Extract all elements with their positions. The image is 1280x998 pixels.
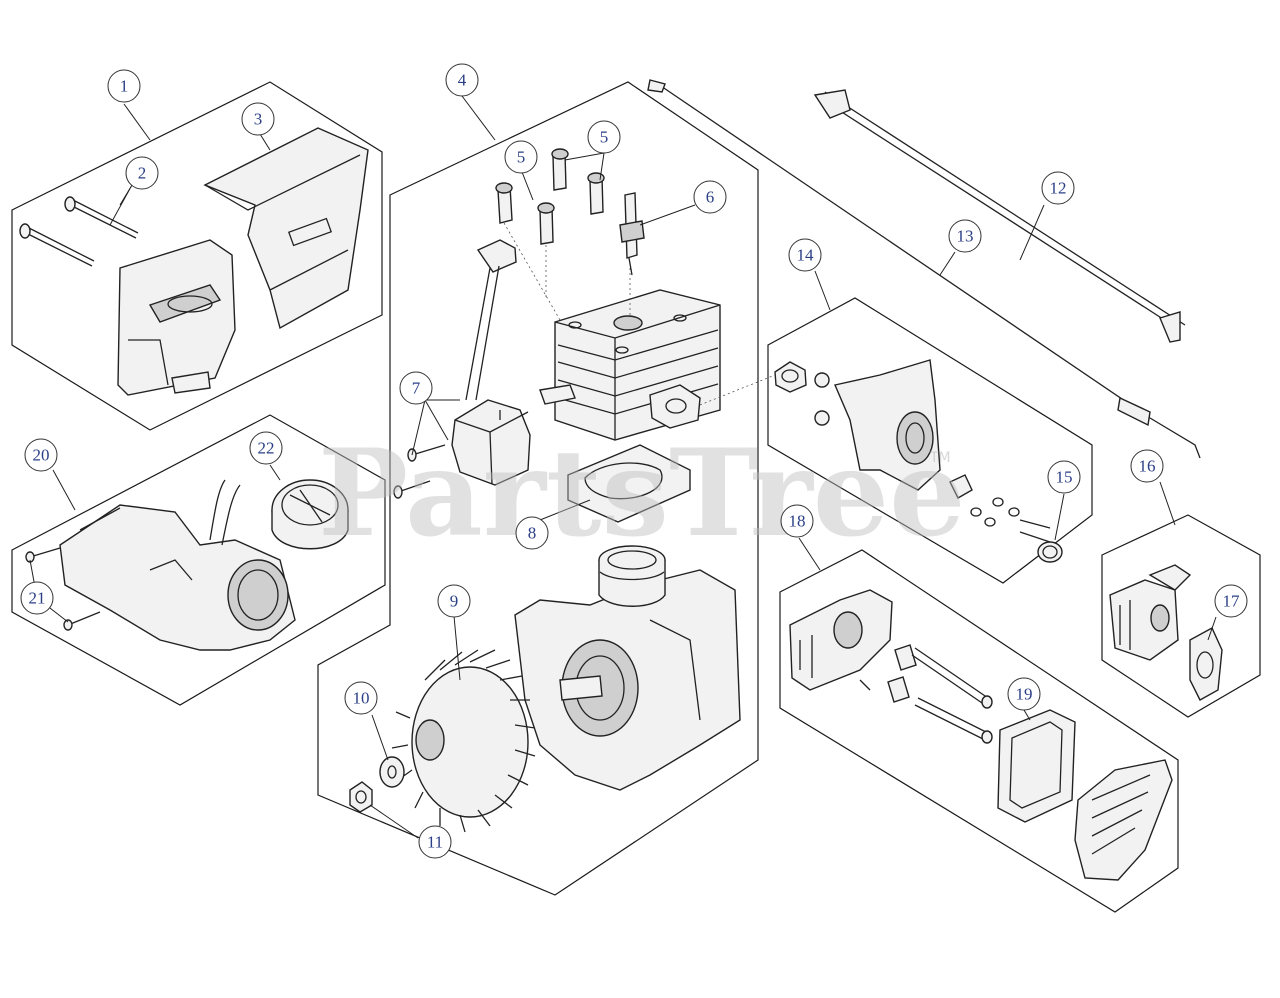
fuel-line-clip[interactable] [1037,541,1063,563]
cylinder[interactable] [539,289,721,441]
callout-label: 16 [1139,457,1156,476]
watermark: PartsTree [318,423,965,564]
callout-17[interactable]: 17 [1214,584,1248,618]
callout-18[interactable]: 18 [780,504,814,538]
callout-label: 14 [797,246,815,265]
cylinder-gasket[interactable] [567,444,691,523]
flywheel-washer[interactable] [379,756,405,788]
callout-16[interactable]: 16 [1130,449,1164,483]
callout-label: 18 [789,512,806,531]
callout-label: 13 [957,227,974,246]
callout-5b[interactable]: 5 [587,120,621,154]
callout-3[interactable]: 3 [241,102,275,136]
callout-15[interactable]: 15 [1047,460,1081,494]
piston[interactable] [598,545,666,607]
callout-9[interactable]: 9 [437,584,471,618]
panel-carburetor [1101,514,1261,718]
callout-label: 6 [706,188,715,207]
air-filter-base[interactable] [789,589,893,691]
callout-label: 10 [353,689,370,708]
callout-14[interactable]: 14 [788,238,822,272]
callout-label: 17 [1223,592,1241,611]
carb-gasket[interactable] [1189,627,1223,701]
fuel-cap[interactable] [271,479,349,550]
callout-label: 5 [517,148,526,167]
ignition-coil[interactable] [451,239,531,486]
callout-8[interactable]: 8 [515,516,549,550]
spark-plug[interactable] [619,192,645,276]
air-filter-element[interactable] [997,709,1076,823]
callout-label: 19 [1016,685,1033,704]
throttle-cable[interactable] [813,89,1186,343]
callout-label: 7 [412,379,421,398]
callout-label: 2 [138,164,147,183]
filter-bolts[interactable] [859,644,993,744]
callout-5a[interactable]: 5 [504,140,538,174]
callout-label: 5 [600,128,609,147]
intake-screws[interactable] [25,547,101,631]
flywheel[interactable] [391,649,536,833]
coil-screws[interactable] [393,444,446,499]
callout-22[interactable]: 22 [249,431,283,465]
panel-air-filter [779,549,1179,913]
callout-10[interactable]: 10 [344,681,378,715]
callout-11[interactable]: 11 [418,825,452,859]
callout-6[interactable]: 6 [693,180,727,214]
cylinder-bolts[interactable] [495,148,631,321]
callout-19[interactable]: 19 [1007,677,1041,711]
carb-adapter[interactable] [699,359,1051,543]
callout-label: 9 [450,592,459,611]
air-filter-cover[interactable] [1074,759,1173,881]
watermark-tm: TM [929,450,951,466]
intake-housing[interactable] [59,479,296,651]
callout-label: 3 [254,110,263,129]
callout-label: 4 [458,71,467,90]
callout-label: 15 [1056,468,1073,487]
panel-ignition [767,297,1093,584]
flywheel-nut[interactable] [349,781,373,813]
crankcase[interactable] [514,569,741,791]
callout-1[interactable]: 1 [107,69,141,103]
panel-engine [317,81,759,896]
heat-shield[interactable] [203,127,369,330]
callout-2[interactable]: 2 [125,156,159,190]
callout-12[interactable]: 12 [1041,171,1075,205]
callout-21[interactable]: 21 [20,581,54,615]
carburetor[interactable] [1109,564,1192,661]
panel-air-intake [11,414,386,706]
callout-7[interactable]: 7 [399,371,433,405]
muffler[interactable] [117,239,236,396]
callout-label: 1 [120,77,129,96]
callout-label: 11 [427,833,443,852]
callout-4[interactable]: 4 [445,63,479,97]
callout-label: 8 [528,524,537,543]
callout-label: 21 [29,589,46,608]
muffler-bolts[interactable] [19,196,139,267]
stop-cable[interactable] [647,79,1201,459]
callout-label: 22 [258,439,275,458]
callout-label: 12 [1050,179,1067,198]
callout-20[interactable]: 20 [24,438,58,472]
panel-muffler [11,81,383,431]
callout-13[interactable]: 13 [948,219,982,253]
callout-label: 20 [33,446,50,465]
